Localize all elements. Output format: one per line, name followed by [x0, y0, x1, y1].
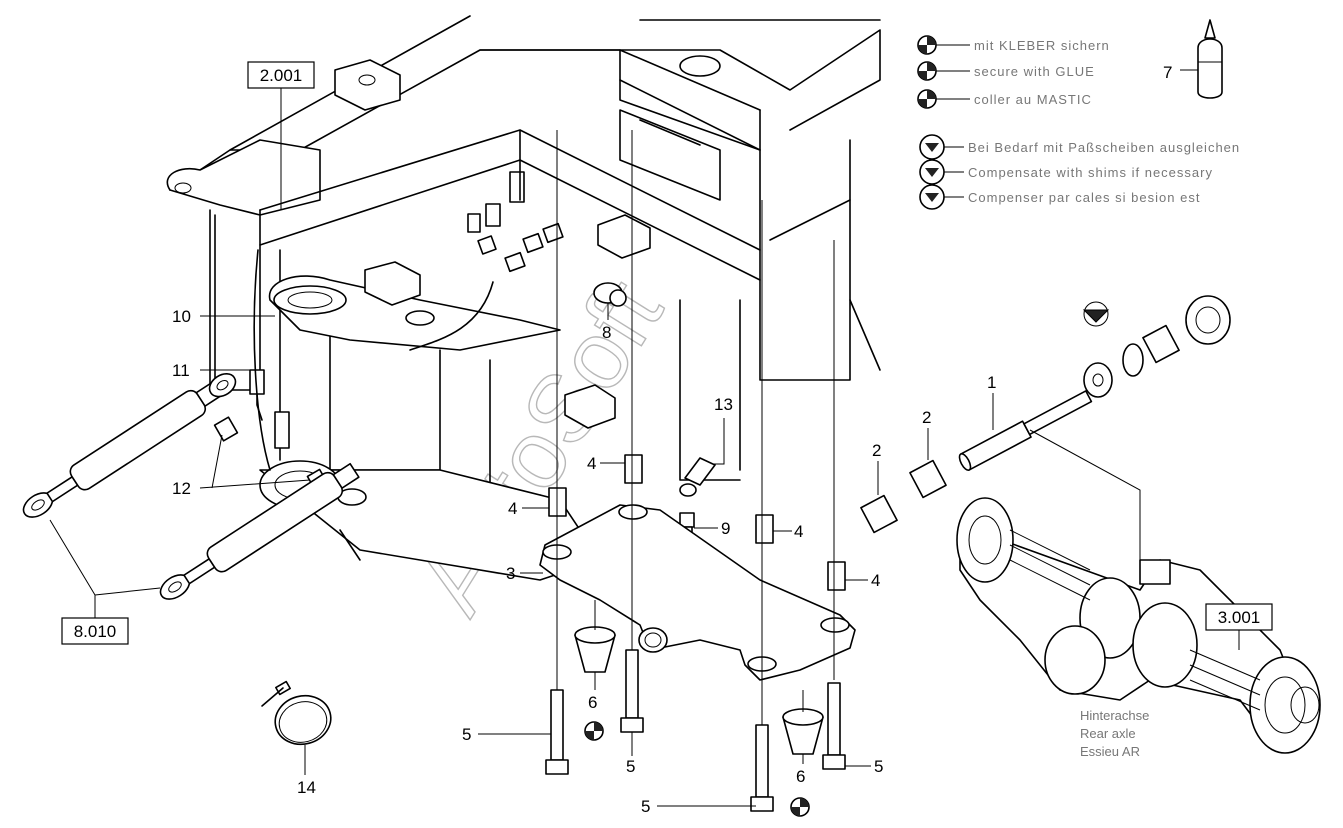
- callouts: 1 2 2 3 4 4 4 4 5 5 5 5 6 6 7 8 9 10: [172, 63, 1198, 816]
- callout-14: 14: [297, 778, 316, 797]
- svg-text:8.010: 8.010: [74, 622, 117, 641]
- callout-13: 13: [714, 395, 733, 414]
- ref-box-cylinders[interactable]: 8.010: [49, 519, 161, 645]
- bolt-b: [620, 649, 644, 733]
- bolt-d: [822, 682, 846, 770]
- hose-clamp: [261, 680, 332, 746]
- legend-shim-de: Bei Bedarf mit Paßscheiben ausgleichen: [968, 140, 1240, 155]
- glue-legend: mit KLEBER sichern secure with GLUE coll…: [917, 35, 1110, 109]
- legend-glue-de: mit KLEBER sichern: [974, 38, 1110, 53]
- rubber-buffers: [574, 600, 824, 755]
- ref-box-axle[interactable]: 3.001: [1205, 603, 1273, 650]
- axle-bracket: [539, 504, 856, 681]
- callout-6a: 6: [588, 693, 597, 712]
- callout-5b: 5: [626, 757, 635, 776]
- shim-symbol-icon: [1082, 309, 1110, 323]
- legend-glue-fr: coller au MASTIC: [974, 92, 1092, 107]
- svg-text:Hinterachse: Hinterachse: [1080, 708, 1149, 723]
- svg-text:Rear axle: Rear axle: [1080, 726, 1136, 741]
- callout-1: 1: [987, 373, 996, 392]
- callout-10: 10: [172, 307, 191, 326]
- bolt-a: [545, 689, 569, 775]
- svg-text:3.001: 3.001: [1218, 608, 1261, 627]
- main-frame: [166, 15, 881, 581]
- callout-4d: 4: [871, 571, 880, 590]
- callout-2a: 2: [922, 408, 931, 427]
- callout-8: 8: [602, 323, 611, 342]
- callout-11: 11: [172, 361, 190, 380]
- callout-9: 9: [721, 519, 730, 538]
- callout-4c: 4: [794, 522, 803, 541]
- bolt-c: [750, 724, 774, 812]
- legend: mit KLEBER sichern secure with GLUE coll…: [917, 35, 1240, 210]
- hydraulic-fittings: [213, 129, 716, 584]
- svg-text:Essieu AR: Essieu AR: [1080, 744, 1140, 759]
- bolts: [545, 130, 846, 812]
- shim-legend: Bei Bedarf mit Paßscheiben ausgleichen C…: [919, 134, 1240, 210]
- rear-axle: [956, 429, 1321, 754]
- steering-cylinders: [22, 373, 360, 600]
- ref-box-frame[interactable]: 2.001: [247, 61, 315, 210]
- callout-12: 12: [172, 479, 191, 498]
- legend-shim-fr: Compenser par cales si besion est: [968, 190, 1200, 205]
- axle-pin-assembly: [860, 295, 1231, 534]
- bushing-2b: [860, 494, 898, 534]
- callout-5a: 5: [462, 725, 471, 744]
- callout-2b: 2: [872, 441, 881, 460]
- legend-glue-en: secure with GLUE: [974, 64, 1095, 79]
- callout-4b: 4: [508, 499, 517, 518]
- cylinder-lower: [159, 462, 360, 600]
- callout-4a: 4: [587, 454, 596, 473]
- pin-1: [958, 390, 1093, 471]
- buffer-glue-symbols: [584, 721, 810, 817]
- bushing-2a: [909, 459, 947, 499]
- callout-6b: 6: [796, 767, 805, 786]
- callout-5d: 5: [874, 757, 883, 776]
- glue-bottle: [1197, 19, 1223, 99]
- cylinder-upper: [22, 373, 237, 518]
- legend-shim-en: Compensate with shims if necessary: [968, 165, 1213, 180]
- callout-5c: 5: [641, 797, 650, 816]
- callout-3: 3: [506, 564, 515, 583]
- axle-caption: Hinterachse Rear axle Essieu AR: [1080, 708, 1149, 759]
- svg-text:2.001: 2.001: [260, 66, 303, 85]
- callout-7: 7: [1163, 63, 1172, 82]
